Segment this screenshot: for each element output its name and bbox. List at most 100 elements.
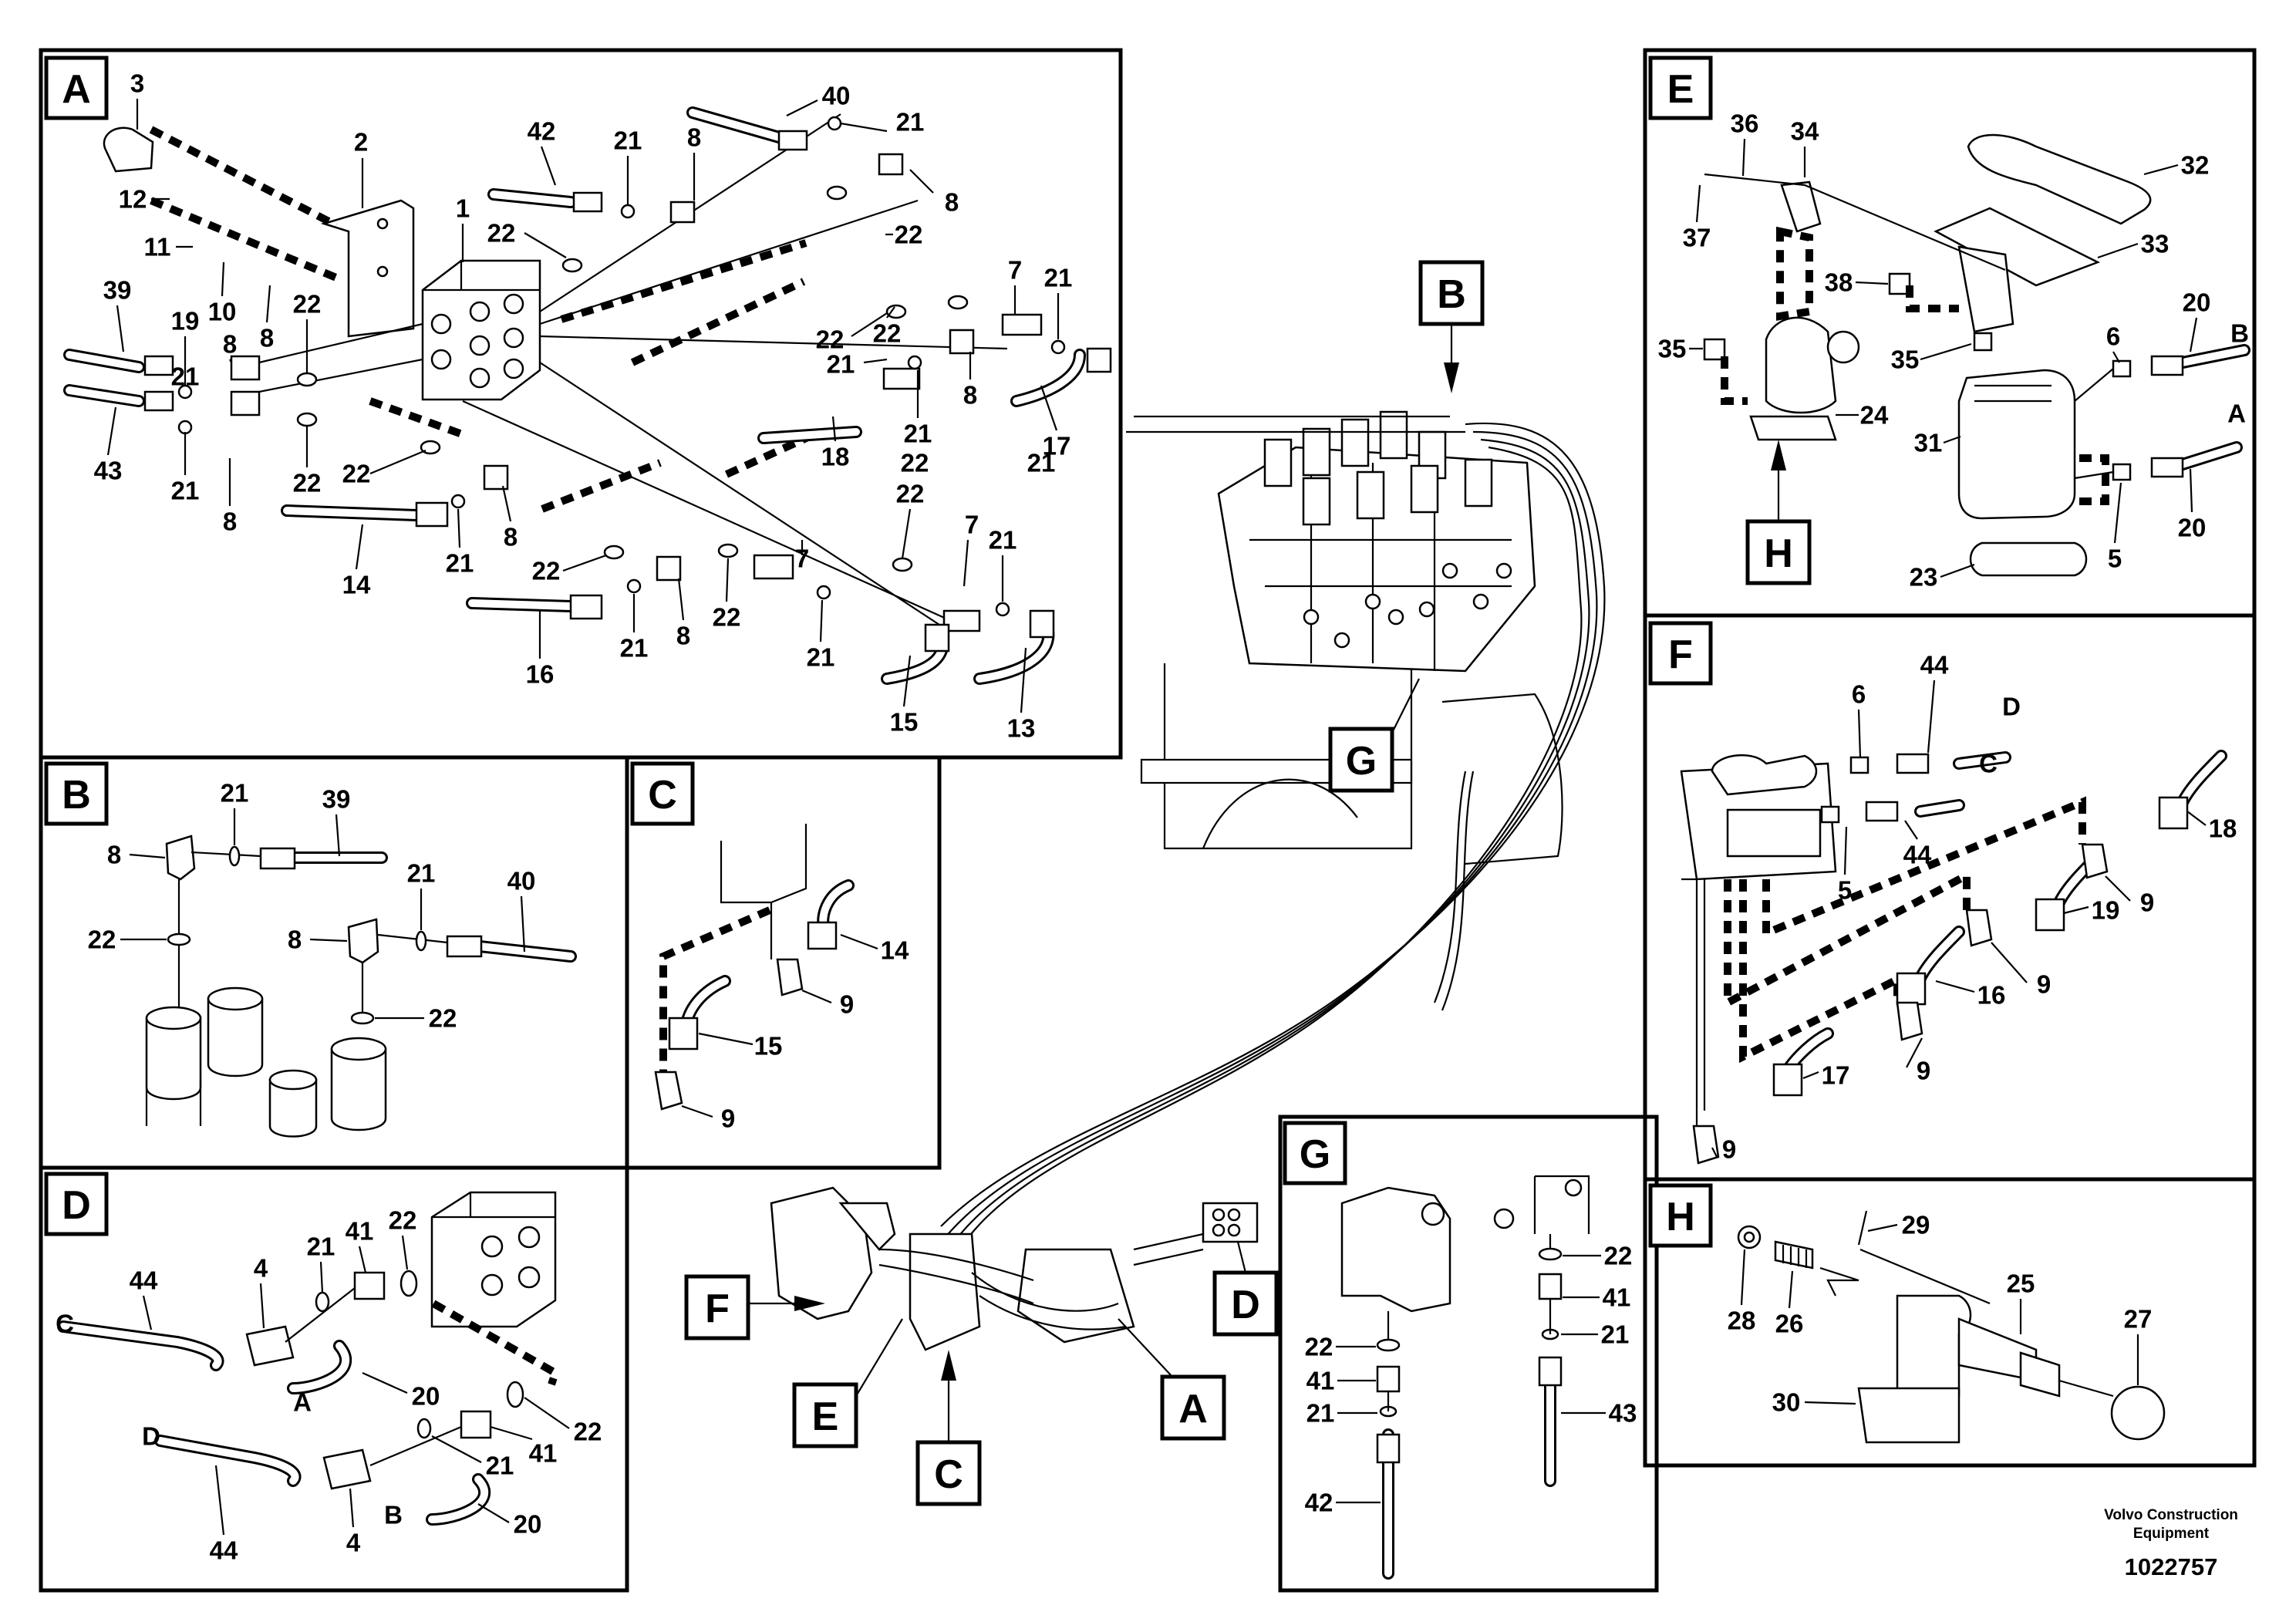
svg-text:C: C: [56, 1310, 74, 1338]
svg-text:22: 22: [713, 603, 741, 632]
svg-text:39: 39: [103, 276, 132, 305]
svg-text:C: C: [1979, 750, 1998, 778]
svg-text:B: B: [2230, 319, 2249, 348]
svg-text:28: 28: [1728, 1307, 1756, 1335]
svg-text:22: 22: [88, 926, 116, 954]
svg-text:9: 9: [1722, 1135, 1736, 1164]
section-caption-a: A: [44, 56, 109, 120]
svg-text:37: 37: [1683, 224, 1711, 252]
footer-credit: Volvo Construction Equipment 1022757: [2104, 1507, 2238, 1580]
svg-text:C: C: [934, 1452, 963, 1497]
svg-text:8: 8: [260, 324, 274, 352]
svg-text:20: 20: [2183, 288, 2211, 317]
labels-panel-f: 5 6 9 9 9 9 16 17 18 19 44 44 C D: [1711, 651, 2237, 1164]
svg-text:27: 27: [2124, 1305, 2153, 1334]
svg-text:19: 19: [171, 307, 200, 336]
svg-text:21: 21: [446, 549, 474, 578]
overview-callout-g: G: [1328, 678, 1420, 793]
svg-text:G: G: [1300, 1132, 1330, 1177]
labels-panel-a: 1 2 3 7 7 7 8 8 8 8 8 8 8 8 10 11 12 13: [94, 69, 1073, 743]
panel-f-drawing: [1680, 750, 2227, 1165]
svg-text:18: 18: [821, 443, 850, 471]
section-caption-d: D: [44, 1172, 109, 1236]
panel-frames: [39, 48, 2257, 1593]
panel-c-drawing: [654, 824, 855, 1111]
svg-text:35: 35: [1658, 335, 1687, 363]
svg-text:D: D: [2002, 693, 2021, 721]
svg-text:38: 38: [1825, 268, 1853, 297]
section-caption-b: B: [44, 761, 109, 826]
section-caption-c: C: [630, 761, 695, 826]
svg-text:A: A: [1178, 1387, 1208, 1431]
svg-text:21: 21: [989, 526, 1017, 555]
svg-text:22: 22: [901, 449, 929, 477]
svg-text:8: 8: [963, 381, 977, 410]
svg-text:29: 29: [1902, 1211, 1930, 1239]
svg-text:15: 15: [890, 708, 919, 737]
svg-text:22: 22: [293, 290, 322, 319]
svg-text:14: 14: [342, 571, 371, 599]
svg-text:21: 21: [307, 1233, 335, 1261]
svg-text:36: 36: [1731, 110, 1759, 138]
svg-text:39: 39: [322, 785, 351, 814]
svg-text:9: 9: [2037, 970, 2051, 999]
svg-text:8: 8: [687, 123, 701, 152]
svg-text:8: 8: [223, 330, 237, 359]
svg-text:A: A: [293, 1388, 312, 1417]
svg-text:22: 22: [896, 480, 925, 508]
svg-text:21: 21: [827, 350, 855, 379]
svg-text:E: E: [812, 1394, 839, 1439]
svg-text:21: 21: [407, 859, 436, 888]
svg-text:16: 16: [1977, 981, 2006, 1010]
section-caption-e: E: [1648, 56, 1713, 120]
svg-text:13: 13: [1007, 714, 1036, 743]
svg-text:D: D: [62, 1183, 91, 1228]
svg-text:F: F: [705, 1286, 730, 1331]
svg-text:21: 21: [620, 634, 649, 663]
svg-text:8: 8: [945, 188, 959, 217]
svg-text:C: C: [648, 773, 677, 818]
svg-text:8: 8: [107, 841, 121, 869]
svg-text:1: 1: [456, 194, 470, 223]
svg-text:20: 20: [412, 1382, 440, 1411]
svg-text:24: 24: [1860, 401, 1889, 430]
overview-callout-f: F: [684, 1274, 825, 1340]
svg-text:8: 8: [676, 622, 690, 650]
svg-text:21: 21: [807, 643, 835, 672]
panel-a-orings: [177, 116, 1066, 617]
svg-text:21: 21: [171, 477, 200, 505]
svg-text:30: 30: [1772, 1388, 1801, 1417]
svg-text:8: 8: [504, 523, 518, 551]
svg-text:21: 21: [171, 363, 200, 391]
svg-text:44: 44: [210, 1536, 238, 1565]
svg-text:21: 21: [221, 779, 249, 808]
svg-text:40: 40: [822, 82, 851, 110]
labels-panel-c: 9 9 14 15: [681, 933, 909, 1133]
svg-text:8: 8: [223, 508, 237, 536]
svg-text:43: 43: [1609, 1399, 1637, 1428]
svg-text:22: 22: [1604, 1242, 1633, 1270]
svg-text:40: 40: [507, 867, 536, 895]
svg-text:22: 22: [487, 219, 516, 248]
svg-text:F: F: [1668, 632, 1693, 677]
svg-text:20: 20: [514, 1510, 542, 1539]
panel-a-fittings: [143, 130, 1112, 653]
section-caption-f: F: [1648, 621, 1713, 686]
svg-text:Equipment: Equipment: [2133, 1526, 2210, 1542]
svg-text:44: 44: [1903, 841, 1932, 869]
svg-text:43: 43: [94, 457, 123, 485]
svg-text:20: 20: [2178, 514, 2207, 542]
svg-text:44: 44: [130, 1266, 158, 1295]
svg-text:A: A: [2227, 400, 2246, 428]
svg-text:18: 18: [2209, 814, 2237, 843]
overview-assembly: B G F E C A: [684, 260, 1606, 1506]
svg-text:D: D: [142, 1422, 160, 1451]
svg-text:21: 21: [1601, 1320, 1630, 1349]
svg-text:5: 5: [2108, 545, 2122, 573]
svg-text:34: 34: [1791, 117, 1819, 146]
svg-text:41: 41: [346, 1217, 374, 1246]
labels-panel-h: 25 26 27 28 29 30: [1728, 1211, 2153, 1417]
svg-text:32: 32: [2181, 151, 2210, 180]
svg-text:41: 41: [1306, 1367, 1335, 1395]
section-caption-h: H: [1648, 1183, 1713, 1248]
